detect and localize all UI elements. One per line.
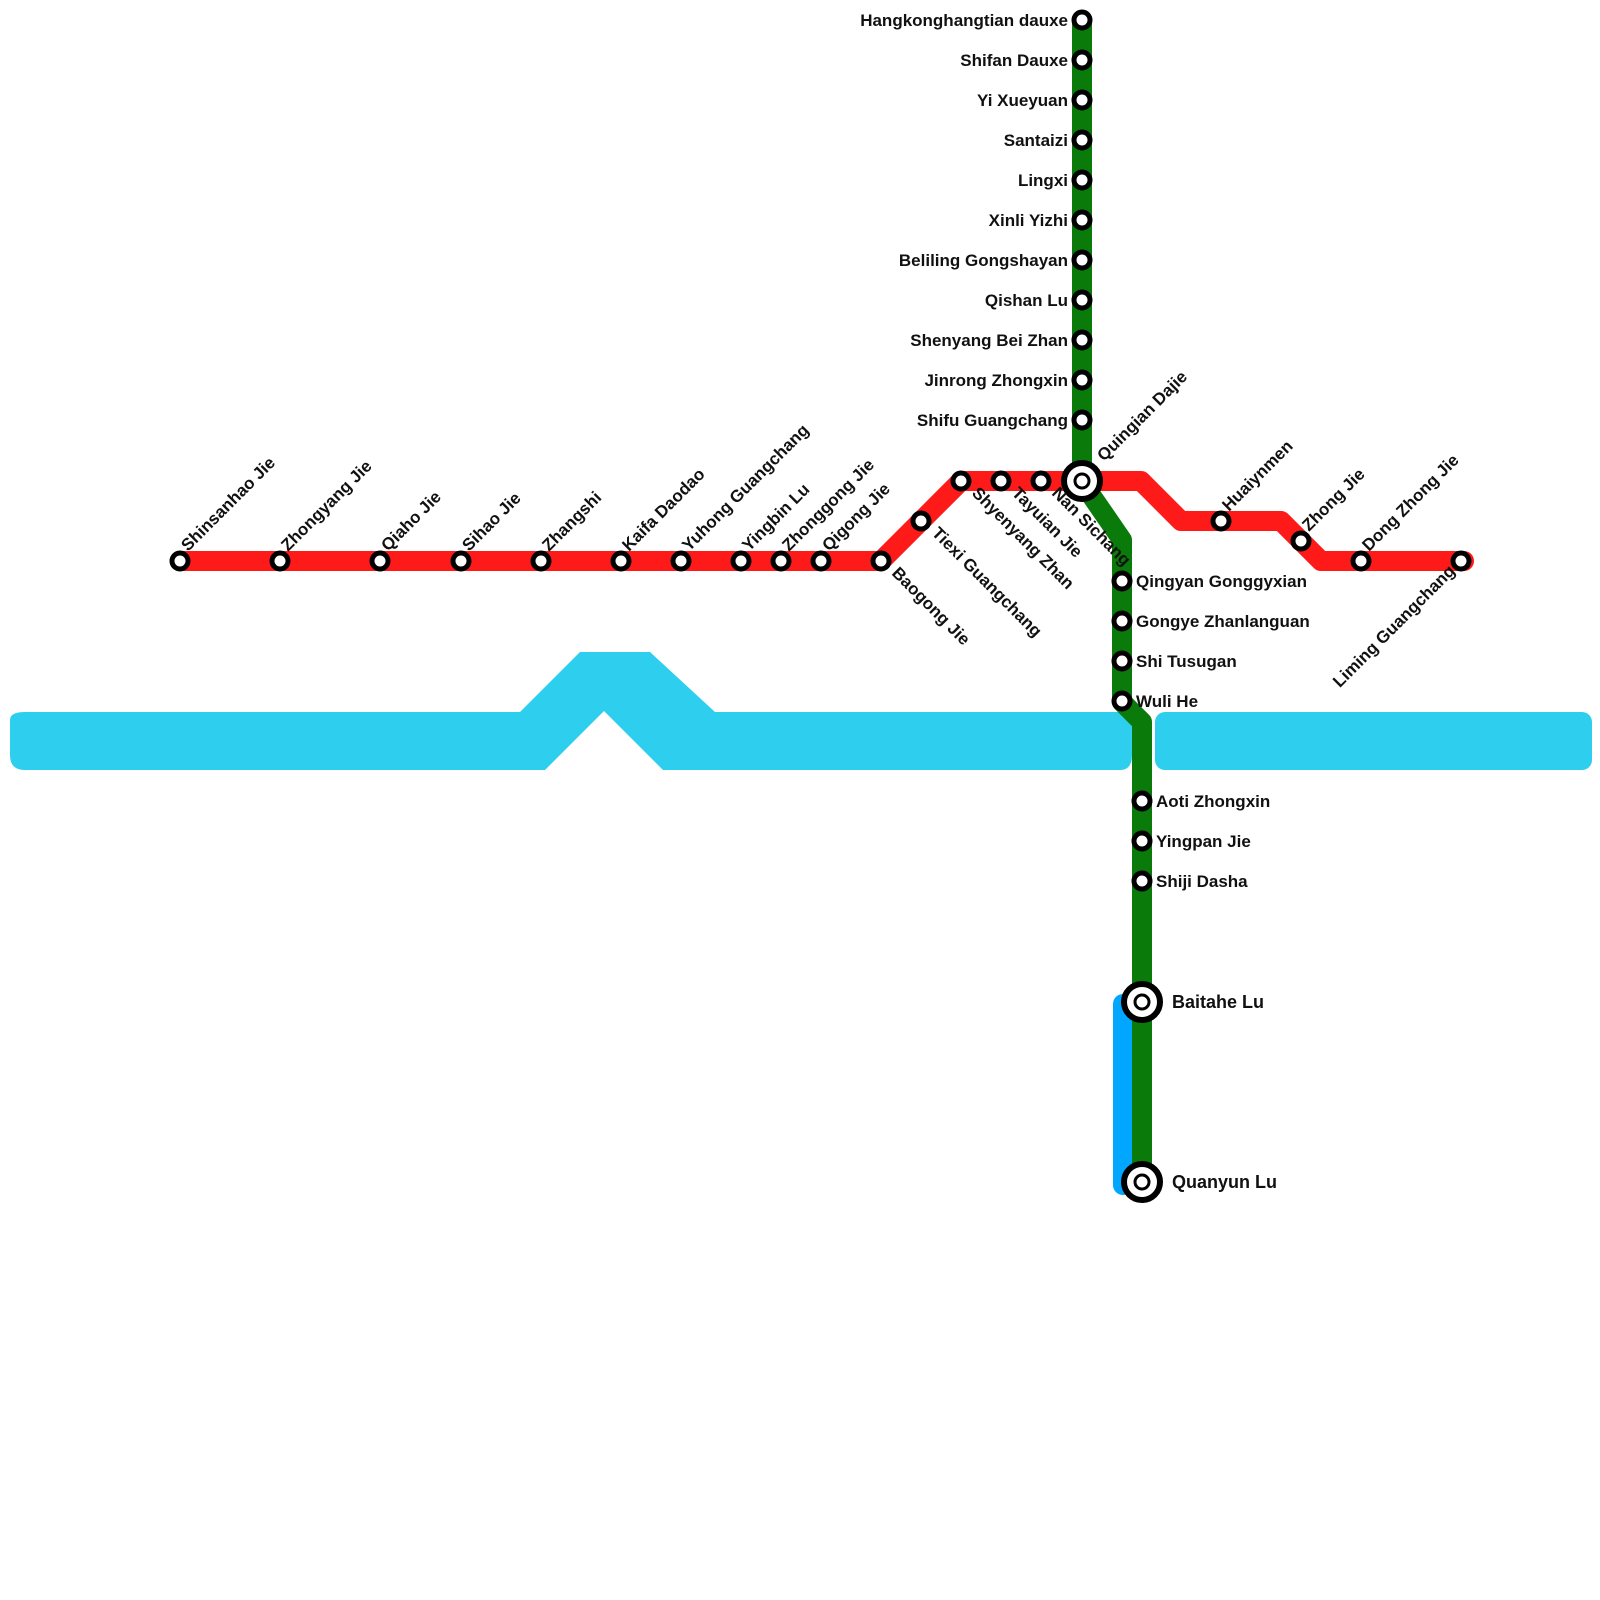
label-shi-tusugan: Shi Tusugan: [1136, 652, 1237, 671]
station-liming-guangchang[interactable]: [1450, 550, 1472, 572]
red-line: [170, 471, 1474, 571]
interchange-baitahe-lu[interactable]: [1121, 981, 1163, 1023]
station-zhonggong-jie[interactable]: [770, 550, 792, 572]
station-gongye-zhanlanguan[interactable]: [1111, 610, 1133, 632]
red-line-path: [170, 471, 1474, 571]
interchange-quanyun-lu[interactable]: [1121, 1161, 1163, 1203]
station-nan-sichang[interactable]: [1030, 470, 1052, 492]
interchange-outer-ring: [1121, 981, 1163, 1023]
label-dong-zhong-jie: Dong Zhong Jie: [1358, 451, 1462, 555]
label-hangkonghangtian-dauxe: Hangkonghangtian dauxe: [860, 11, 1068, 30]
station-shifan-dauxe[interactable]: [1071, 49, 1093, 71]
label-wuli-he: Wuli He: [1136, 692, 1198, 711]
label-gongye-zhanlanguan: Gongye Zhanlanguan: [1136, 612, 1310, 631]
station-tayuian-jie[interactable]: [990, 470, 1012, 492]
river-shape: [10, 652, 1132, 770]
label-qingyan-gonggyxian: Qingyan Gonggyxian: [1136, 572, 1307, 591]
river-east-section: [1155, 712, 1592, 770]
station-sihao-jie[interactable]: [450, 550, 472, 572]
station-lingxi[interactable]: [1071, 169, 1093, 191]
interchange-inner-ring: [1133, 993, 1151, 1011]
station-santaizi[interactable]: [1071, 129, 1093, 151]
station-zhong-jie[interactable]: [1290, 530, 1312, 552]
station-dong-zhong-jie[interactable]: [1350, 550, 1372, 572]
station-yi-xueyuan[interactable]: [1071, 89, 1093, 111]
label-santaizi: Santaizi: [1004, 131, 1068, 150]
station-zhongyang-jie[interactable]: [269, 550, 291, 572]
label-zhong-jie: Zhong Jie: [1298, 465, 1368, 535]
station-huaiynmen[interactable]: [1210, 510, 1232, 532]
station-aoti-zhongxin[interactable]: [1131, 790, 1153, 812]
interchange-stations: [1061, 460, 1163, 1203]
label-yi-xueyuan: Yi Xueyuan: [977, 91, 1068, 110]
station-shinsanhao-jie[interactable]: [169, 550, 191, 572]
label-qishan-lu: Qishan Lu: [985, 291, 1068, 310]
station-shyenyang-zhan[interactable]: [950, 470, 972, 492]
station-qiaho-jie[interactable]: [369, 550, 391, 572]
label-quanyun-lu: Quanyun Lu: [1172, 1172, 1277, 1192]
red-line-stations: [169, 470, 1472, 572]
label-beliling-gongshayan: Beliling Gongshayan: [899, 251, 1068, 270]
green-line-north-labels: Hangkonghangtian dauxe Shifan Dauxe Yi X…: [860, 11, 1068, 430]
interchange-inner-ring: [1073, 472, 1091, 490]
label-yingpan-jie: Yingpan Jie: [1156, 832, 1251, 851]
interchange-outer-ring: [1061, 460, 1103, 502]
station-wuli-he[interactable]: [1111, 690, 1133, 712]
label-aoti-zhongxin: Aoti Zhongxin: [1156, 792, 1270, 811]
label-sihao-jie: Sihao Jie: [458, 489, 524, 555]
station-xinli-yizhi[interactable]: [1071, 209, 1093, 231]
label-shiji-dasha: Shiji Dasha: [1156, 872, 1248, 891]
label-qiaho-jie: Qiaho Jie: [377, 487, 445, 555]
station-qigong-jie[interactable]: [810, 550, 832, 572]
green-line-south-labels: Qingyan Gonggyxian Gongye Zhanlanguan Sh…: [1136, 572, 1310, 1192]
label-liming-guangchang: Liming Guangchang: [1329, 561, 1459, 691]
station-yuhong-guangchang[interactable]: [670, 550, 692, 572]
station-qingyan-gonggyxian[interactable]: [1111, 570, 1133, 592]
interchange-inner-ring: [1133, 1173, 1151, 1191]
station-baogong-jie[interactable]: [870, 550, 892, 572]
station-jinrong-zhongxin[interactable]: [1071, 369, 1093, 391]
label-lingxi: Lingxi: [1018, 171, 1068, 190]
station-shifu-guangchang[interactable]: [1071, 409, 1093, 431]
label-zhongyang-jie: Zhongyang Jie: [277, 457, 375, 555]
label-shinsanhao-jie: Shinsanhao Jie: [177, 453, 279, 555]
station-qishan-lu[interactable]: [1071, 289, 1093, 311]
station-kaifa-daodao[interactable]: [610, 550, 632, 572]
station-hangkonghangtian-dauxe[interactable]: [1071, 9, 1093, 31]
station-tiexi-guangchang[interactable]: [910, 510, 932, 532]
station-yingbin-lu[interactable]: [730, 550, 752, 572]
label-shifan-dauxe: Shifan Dauxe: [960, 51, 1068, 70]
river: [10, 652, 1592, 770]
station-beliling-gongshayan[interactable]: [1071, 249, 1093, 271]
label-baitahe-lu: Baitahe Lu: [1172, 992, 1264, 1012]
label-quingian-dajie: Quingian Dajie: [1093, 367, 1191, 465]
label-shifu-guangchang: Shifu Guangchang: [917, 411, 1068, 430]
green-line-stations: [1071, 9, 1153, 892]
label-huaiynmen: Huaiynmen: [1218, 437, 1296, 515]
station-zhangshi[interactable]: [530, 550, 552, 572]
interchange-quingian-dajie[interactable]: [1061, 460, 1103, 502]
interchange-outer-ring: [1121, 1161, 1163, 1203]
label-zhangshi: Zhangshi: [538, 488, 605, 555]
label-xinli-yizhi: Xinli Yizhi: [989, 211, 1068, 230]
station-shi-tusugan[interactable]: [1111, 650, 1133, 672]
station-yingpan-jie[interactable]: [1131, 830, 1153, 852]
station-shenyang-bei-zhan[interactable]: [1071, 329, 1093, 351]
label-baogong-jie: Baogong Jie: [888, 563, 974, 649]
label-jinrong-zhongxin: Jinrong Zhongxin: [924, 371, 1068, 390]
station-shiji-dasha[interactable]: [1131, 870, 1153, 892]
label-shenyang-bei-zhan: Shenyang Bei Zhan: [910, 331, 1068, 350]
